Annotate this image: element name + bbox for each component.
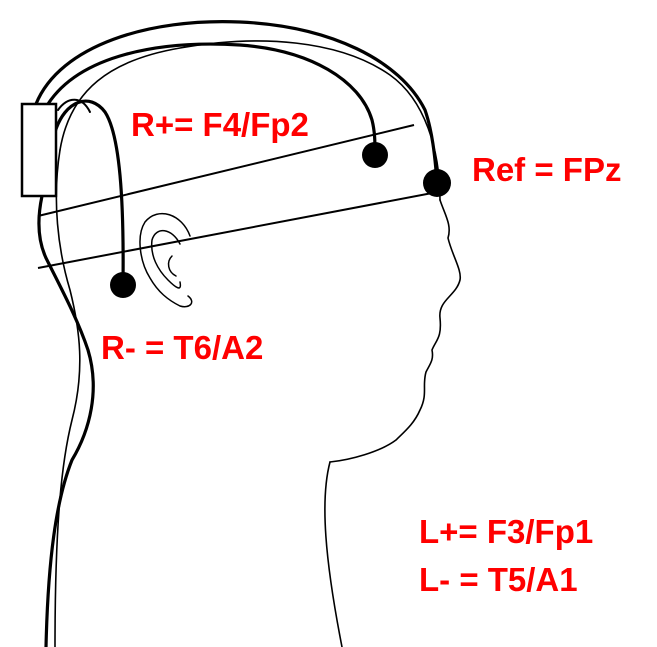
headband [38, 125, 448, 268]
electrode-r-minus [110, 272, 136, 298]
recorder-box-icon [22, 104, 56, 196]
label-reference: Ref = FPz [472, 153, 621, 186]
ear-icon [140, 214, 192, 307]
label-right-positive: R+= F4/Fp2 [131, 108, 309, 141]
electrode-ref [423, 169, 451, 197]
label-left-negative: L- = T5/A1 [419, 563, 578, 596]
label-left-positive: L+= F3/Fp1 [419, 515, 593, 548]
label-right-negative: R- = T6/A2 [101, 331, 263, 364]
electrode-r-plus [362, 142, 388, 168]
